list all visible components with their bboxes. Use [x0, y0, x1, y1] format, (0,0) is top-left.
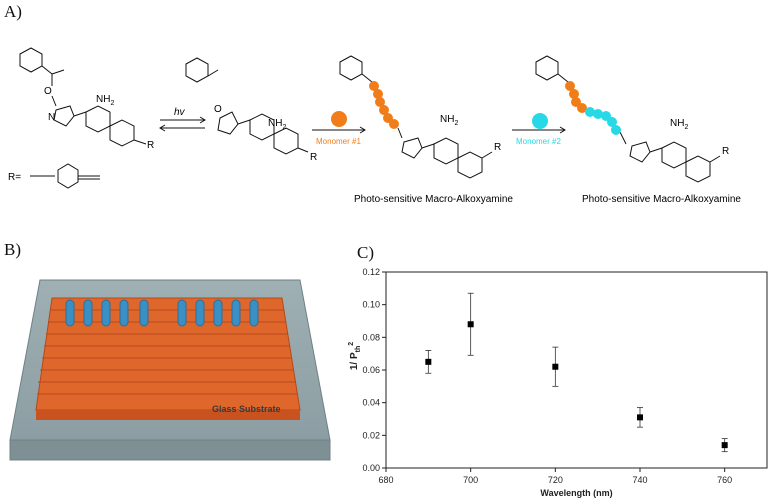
o-atom-label: O [44, 86, 52, 97]
plot-frame [385, 271, 768, 469]
x-tick-label: 680 [378, 475, 393, 485]
alkoxyamine-molecule [19, 47, 147, 189]
monomer2-label: Monomer #2 [516, 137, 561, 146]
macro2-r-label: R [722, 146, 729, 157]
x-tick-label: 740 [632, 475, 647, 485]
macro-alkoxyamine-2 [535, 55, 721, 183]
n-atom-label: N [48, 112, 55, 123]
macro1-caption: Photo-sensitive Macro-Alkoxyamine [354, 194, 513, 205]
data-point [467, 321, 474, 328]
macro-alkoxyamine-1 [339, 55, 493, 179]
y-tick-label: 0.00 [362, 463, 380, 473]
monomer1-bead-icon [331, 111, 347, 127]
threshold-chart: 680 700 720 740 760 0.00 0.02 0.04 0.06 0.08 0.10 0… [348, 267, 768, 498]
monomer2-bead-icon [532, 113, 548, 129]
y-tick-label: 0.08 [362, 332, 380, 342]
device-illustration: Glass Substrate [9, 279, 331, 461]
nitroxide-nh2-label: NH2 [268, 118, 286, 131]
data-point [552, 363, 559, 370]
y-axis-label: 1/ Pth2 [348, 342, 362, 370]
polymer-chain-1 [369, 81, 399, 129]
r-definition: R= [8, 172, 21, 183]
orange-layer [35, 297, 301, 411]
data-point [425, 358, 432, 365]
y-tick-label: 0.02 [362, 430, 380, 440]
panel-label-b: B) [4, 240, 21, 259]
y-tick-label: 0.12 [362, 267, 380, 277]
macro2-nh2-label: NH2 [670, 118, 688, 131]
macro1-nh2-label: NH2 [440, 114, 458, 127]
nh2-label: NH2 [96, 94, 114, 107]
macro1-r-label: R [494, 142, 501, 153]
x-axis-label: Wavelength (nm) [540, 488, 612, 498]
x-tick-label: 700 [463, 475, 478, 485]
panel-label-a: A) [4, 2, 22, 21]
panel-label-c: C) [357, 243, 374, 262]
nitroxide-molecule [217, 111, 309, 155]
hv-label: hv [174, 107, 186, 118]
y-tick-label: 0.04 [362, 398, 380, 408]
x-tick-label: 720 [548, 475, 563, 485]
benzyl-radical [185, 57, 219, 83]
y-tick-label: 0.10 [362, 300, 380, 310]
glass-substrate-label: Glass Substrate [212, 404, 281, 414]
data-point [721, 442, 728, 449]
reaction-scheme: hv O N NH2 R R= O NH2 R NH2 R NH2 R Mono… [8, 47, 741, 205]
nitroxide-r-label: R [310, 152, 317, 163]
r-label: R [147, 140, 154, 151]
polymer-chain-2 [565, 81, 621, 135]
nanowire-pillars [65, 299, 259, 327]
x-tick-label: 760 [717, 475, 732, 485]
y-tick-label: 0.06 [362, 365, 380, 375]
monomer1-label: Monomer #1 [316, 137, 361, 146]
nitroxide-o-label: O [214, 104, 222, 115]
data-point [637, 414, 643, 421]
macro2-caption: Photo-sensitive Macro-Alkoxyamine [582, 194, 741, 205]
